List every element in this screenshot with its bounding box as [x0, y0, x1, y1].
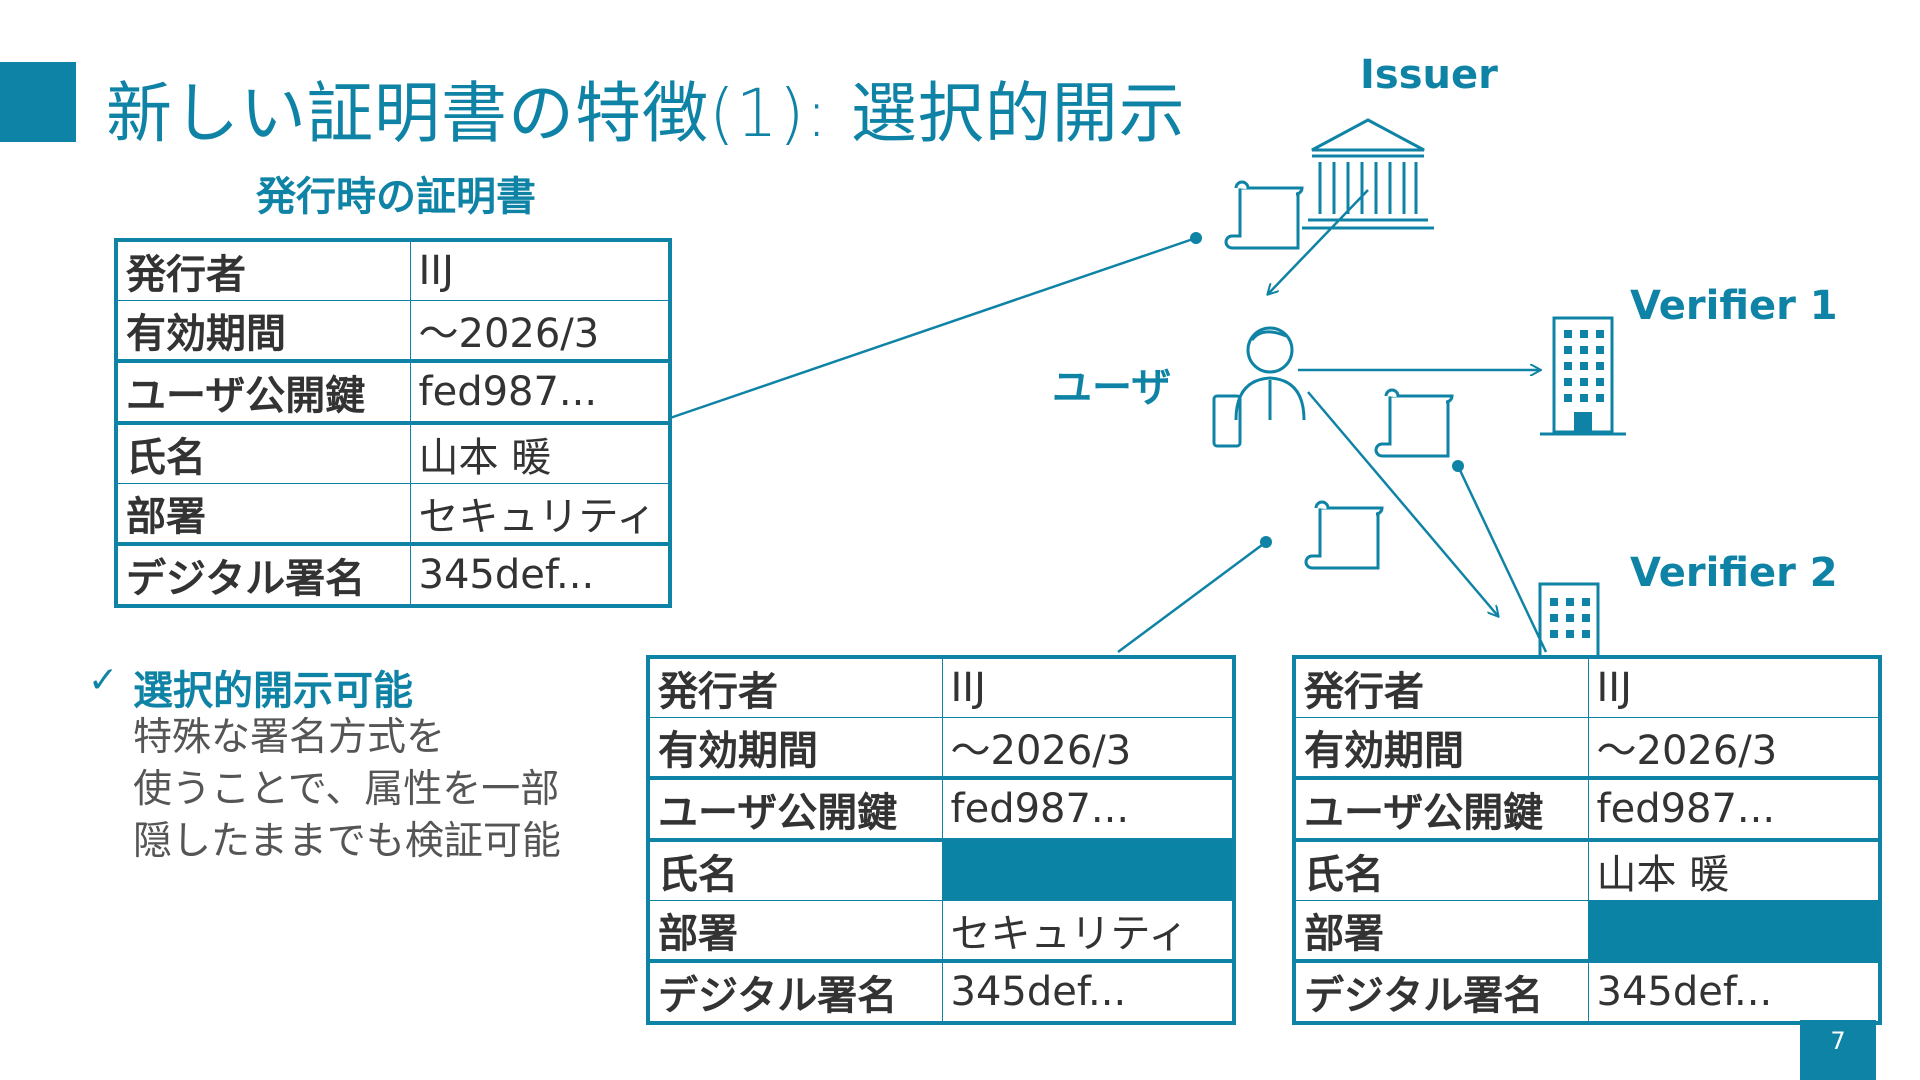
cert-key: ユーザ公開鍵 [647, 776, 943, 841]
table-row: 部署 セキュリティ [115, 483, 671, 545]
table-row: 有効期間 〜2026/3 [1293, 717, 1881, 779]
cert-key: デジタル署名 [1293, 959, 1589, 1024]
cert-key: 有効期間 [1293, 717, 1589, 779]
cert-value: IIJ [1587, 656, 1881, 718]
table-row: 有効期間 〜2026/3 [115, 300, 671, 362]
cert-key: 氏名 [115, 421, 411, 484]
redacted-value [941, 838, 1235, 901]
cert-value: fed987... [1587, 776, 1881, 841]
cert-value: 345def... [1587, 959, 1881, 1024]
issued-cert-connector-dot [1190, 232, 1202, 244]
feature-line: 特殊な署名方式を [133, 715, 446, 760]
verifier1-label: Verifier 1 [1630, 283, 1838, 329]
title-accent-block [0, 62, 76, 142]
cert-key: 部署 [115, 483, 411, 545]
cert-key: ユーザ公開鍵 [1293, 776, 1589, 841]
cert-value: 345def... [409, 542, 671, 607]
scroll-certificate-icon [1224, 180, 1304, 250]
page-number-box [1800, 1020, 1876, 1080]
page-number: 7 [1830, 1027, 1846, 1055]
feature-line: 使うことで、属性を一部 [133, 767, 560, 812]
table-row: 有効期間 〜2026/3 [647, 717, 1235, 779]
table-row: デジタル署名 345def... [1293, 959, 1881, 1024]
cert-key: 部署 [1293, 900, 1589, 962]
table-row: 発行者 IIJ [647, 656, 1235, 718]
cert-value: セキュリティ [941, 900, 1235, 962]
cert-key: 発行者 [647, 656, 943, 718]
cert-key: 発行者 [115, 239, 411, 301]
cert-key: 氏名 [647, 838, 943, 901]
cert-value: セキュリティ [409, 483, 671, 545]
table-row: ユーザ公開鍵 fed987... [115, 359, 671, 424]
table-row: 発行者 IIJ [115, 239, 671, 301]
scroll-certificate-icon [1304, 500, 1384, 570]
cert-key: 氏名 [1293, 838, 1589, 901]
feature-description: 特殊な署名方式を 使うことで、属性を一部 隠したままでも検証可能 [133, 712, 561, 868]
table-row: デジタル署名 345def... [115, 542, 671, 607]
table-row: 氏名 山本 暖 [1293, 838, 1881, 901]
table-row: デジタル署名 345def... [647, 959, 1235, 1024]
verifier1-cert-connector [1117, 540, 1267, 654]
cert-key: 発行者 [1293, 656, 1589, 718]
issued-cert-caption: 発行時の証明書 [256, 174, 536, 220]
table-row: 部署 [1293, 900, 1881, 962]
feature-title: 選択的開示可能 [133, 668, 413, 714]
checkmark-icon: ✓ [88, 660, 119, 701]
cert-value: 山本 暖 [1587, 838, 1881, 901]
verifier1-cert-connector-dot [1260, 536, 1272, 548]
cert-value: IIJ [941, 656, 1235, 718]
verifier2-label: Verifier 2 [1630, 550, 1838, 596]
cert-value: 345def... [941, 959, 1235, 1024]
cert-value: fed987... [409, 359, 671, 424]
office-building-icon [1538, 582, 1600, 666]
cert-value: 山本 暖 [409, 421, 671, 484]
office-building-icon [1540, 316, 1626, 436]
table-row: 氏名 山本 暖 [115, 421, 671, 484]
cert-value: IIJ [409, 239, 671, 301]
redacted-value [1587, 900, 1881, 962]
bank-building-icon [1302, 118, 1434, 230]
table-row: ユーザ公開鍵 fed987... [1293, 776, 1881, 841]
table-row: 発行者 IIJ [1293, 656, 1881, 718]
verifier1-certificate-table: 発行者 IIJ 有効期間 〜2026/3 ユーザ公開鍵 fed987... 氏名… [646, 655, 1236, 1025]
user-label: ユーザ [1052, 365, 1172, 411]
table-row: 部署 セキュリティ [647, 900, 1235, 962]
verifier2-cert-connector-dot [1452, 460, 1464, 472]
table-row: 氏名 [647, 838, 1235, 901]
cert-key: ユーザ公開鍵 [115, 359, 411, 424]
cert-key: 有効期間 [115, 300, 411, 362]
cert-value: 〜2026/3 [941, 717, 1235, 779]
verifier2-cert-connector [1456, 465, 1548, 653]
cert-key: 有効期間 [647, 717, 943, 779]
cert-key: デジタル署名 [647, 959, 943, 1024]
verifier2-certificate-table: 発行者 IIJ 有効期間 〜2026/3 ユーザ公開鍵 fed987... 氏名… [1292, 655, 1882, 1025]
cert-value: 〜2026/3 [409, 300, 671, 362]
person-with-phone-icon [1212, 326, 1306, 448]
table-row: ユーザ公開鍵 fed987... [647, 776, 1235, 841]
issuer-label: Issuer [1360, 52, 1498, 98]
user-to-verifier2-arrow [1307, 391, 1498, 616]
cert-key: デジタル署名 [115, 542, 411, 607]
issuer-to-user-arrow [1268, 189, 1369, 294]
cert-value: 〜2026/3 [1587, 717, 1881, 779]
issued-certificate-table: 発行者 IIJ 有効期間 〜2026/3 ユーザ公開鍵 fed987... 氏名… [114, 238, 672, 608]
cert-key: 部署 [647, 900, 943, 962]
cert-value: fed987... [941, 776, 1235, 841]
feature-line: 隠したままでも検証可能 [133, 819, 561, 864]
scroll-certificate-icon [1374, 388, 1454, 458]
slide-title: 新しい証明書の特徴(1): 選択的開示 [106, 75, 1186, 152]
